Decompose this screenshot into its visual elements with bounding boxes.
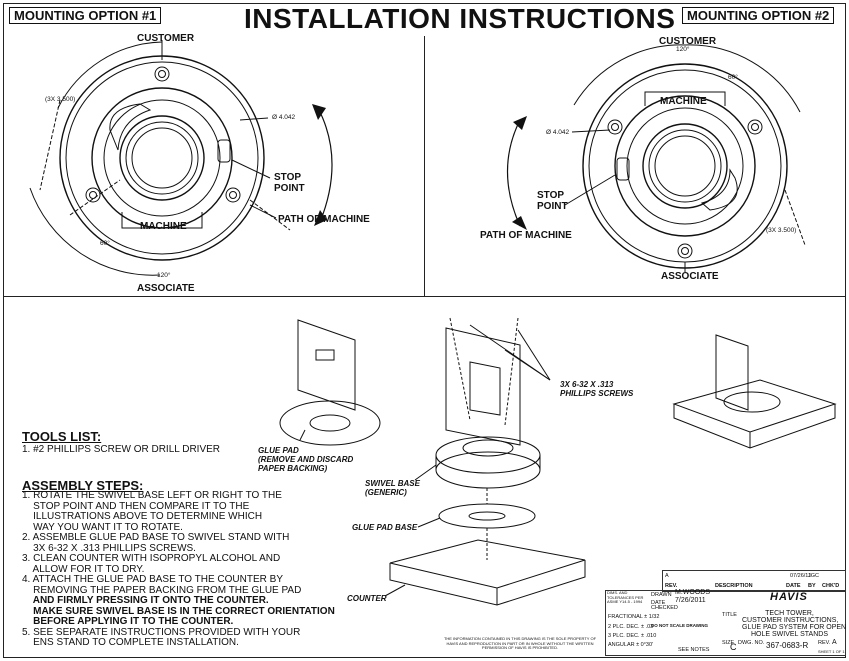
assembly-step-line: ALLOW FOR IT TO DRY. <box>22 563 145 575</box>
tolerance-angular: ANGULAR ± 0°30' <box>608 642 654 648</box>
col-by: BY <box>808 583 816 589</box>
assembly-step-line: 4. ATTACH THE GLUE PAD BASE TO THE COUNT… <box>22 574 283 585</box>
assembly-steps-heading: ASSEMBLY STEPS: <box>22 478 144 493</box>
option2-associate-label: ASSOCIATE <box>661 271 719 282</box>
rev-date: 07/26/11 <box>790 573 812 579</box>
col-rev: REV. <box>665 583 678 589</box>
sheet-number: SHEET 1 OF 1 <box>818 649 845 654</box>
title-block <box>605 590 846 656</box>
tools-list-item: 1. #2 PHILLIPS SCREW OR DRILL DRIVER <box>22 444 221 455</box>
drawn-by: M.WOODS <box>675 589 710 596</box>
dwg-no-label: DWG. NO. <box>738 640 765 646</box>
assembly-step-line: REMOVING THE PAPER BACKING FROM THE GLUE… <box>22 584 302 596</box>
assembly-step-line: AND FIRMLY PRESSING IT ONTO THE COUNTER. <box>22 595 269 606</box>
assembly-step-line: 1. ROTATE THE SWIVEL BASE LEFT OR RIGHT … <box>22 490 282 501</box>
screws-label: 3X 6-32 X .313 PHILLIPS SCREWS <box>560 380 634 398</box>
rev-letter: A <box>665 573 669 579</box>
option2-path-of-machine: PATH OF MACHINE <box>480 230 572 241</box>
no-scale-note: DO NOT SCALE DRAWING <box>651 623 708 628</box>
date-label: DATE <box>651 600 666 606</box>
option2-diameter: Ø 4.042 <box>546 129 570 136</box>
col-date: DATE <box>786 583 801 589</box>
havis-logo: HAVIS <box>770 591 808 603</box>
dims-note: DIMS. AND TOLERANCES PER ASME Y14.5 - 19… <box>607 590 644 604</box>
option2-angle-120: 120° <box>676 46 690 53</box>
option2-customer-label: CUSTOMER <box>659 36 717 47</box>
mounting-option-2-label: MOUNTING OPTION #2 <box>682 7 835 24</box>
assembly-step-line: ILLUSTRATIONS ABOVE TO DETERMINE WHICH <box>22 511 263 522</box>
title-label: TITLE <box>722 612 737 618</box>
glue-pad-base-label: GLUE PAD BASE <box>352 523 418 532</box>
tolerance-2plc: 2 PLC. DEC. ± .03 <box>608 624 654 630</box>
assembly-step-line: BEFORE APPLYING IT TO THE COUNTER. <box>22 616 234 627</box>
option2-dimension-3x: (3X 3.500) <box>766 227 797 234</box>
assembly-step-line: STOP POINT AND THEN COMPARE IT TO THE <box>22 500 250 512</box>
sheet-size: C <box>730 642 737 652</box>
option1-angle-120: 120° <box>157 272 171 279</box>
option1-path-of-machine: PATH OF MACHINE <box>278 214 370 225</box>
rev-label: REV. <box>818 640 831 646</box>
option2-angle-60: 60° <box>728 74 738 81</box>
col-description: DESCRIPTION <box>715 583 753 589</box>
drawing-frame <box>3 3 846 658</box>
option1-stop-point: STOP POINT <box>274 172 305 194</box>
assembly-steps-list: 1. ROTATE THE SWIVEL BASE LEFT OR RIGHT … <box>22 490 335 649</box>
page-title: INSTALLATION INSTRUCTIONS <box>244 3 676 34</box>
drawn-label: DRAWN <box>651 592 672 598</box>
option-divider <box>424 36 425 296</box>
rev-by: JGC <box>808 573 819 579</box>
revision: A <box>832 639 837 646</box>
col-checked: CHK'D <box>822 583 840 589</box>
option1-diameter: Ø 4.042 <box>272 114 296 121</box>
see-notes: SEE NOTES <box>678 647 710 653</box>
option2-stop-point: STOP POINT <box>537 190 568 212</box>
option1-dimension-3x: (3X 3.500) <box>45 96 76 103</box>
assembly-step-line: 3. CLEAN COUNTER WITH ISOPROPYL ALCOHOL … <box>22 553 281 564</box>
swivel-base-label: SWIVEL BASE (GENERIC) <box>365 479 420 497</box>
option1-customer-label: CUSTOMER <box>137 33 195 44</box>
size-label: SIZE <box>722 640 735 646</box>
option1-angle-60: 60° <box>100 240 110 247</box>
counter-label: COUNTER <box>347 594 387 603</box>
assembly-step-line: ENS STAND TO COMPLETE INSTALLATION. <box>22 637 239 648</box>
assembly-step-line: 2. ASSEMBLE GLUE PAD BASE TO SWIVEL STAN… <box>22 532 290 543</box>
option2-machine-label: MACHINE <box>660 96 707 107</box>
drawn-date: 7/26/2011 <box>675 597 706 604</box>
assembly-step-line: WAY YOU WANT IT TO ROTATE. <box>22 521 183 533</box>
assembly-step-line: 3X 6-32 X .313 PHILLIPS SCREWS. <box>22 542 196 554</box>
section-divider <box>3 296 846 297</box>
tolerance-3plc: 3 PLC. DEC. ± .010 <box>608 633 657 639</box>
revision-table <box>662 570 846 592</box>
drawing-title: TECH TOWER, CUSTOMER INSTRUCTIONS, GLUE … <box>742 610 847 638</box>
drawing-number: 367-0683-R <box>766 641 809 650</box>
option1-machine-label: MACHINE <box>140 221 187 232</box>
proprietary-disclaimer: THE INFORMATION CONTAINED IN THIS DRAWIN… <box>443 636 597 650</box>
assembly-step-line: 5. SEE SEPARATE INSTRUCTIONS PROVIDED WI… <box>22 626 301 638</box>
mounting-option-1-label: MOUNTING OPTION #1 <box>9 7 162 24</box>
assembly-step-line: MAKE SURE SWIVEL BASE IS IN THE CORRECT … <box>22 605 335 617</box>
glue-pad-label: GLUE PAD (REMOVE AND DISCARD PAPER BACKI… <box>258 446 354 473</box>
checked-label: CHECKED <box>651 605 678 611</box>
tolerance-fractional: FRACTIONAL ± 1/32 <box>608 614 660 620</box>
tools-list-heading: TOOLS LIST: <box>22 429 102 444</box>
option1-associate-label: ASSOCIATE <box>137 283 195 294</box>
